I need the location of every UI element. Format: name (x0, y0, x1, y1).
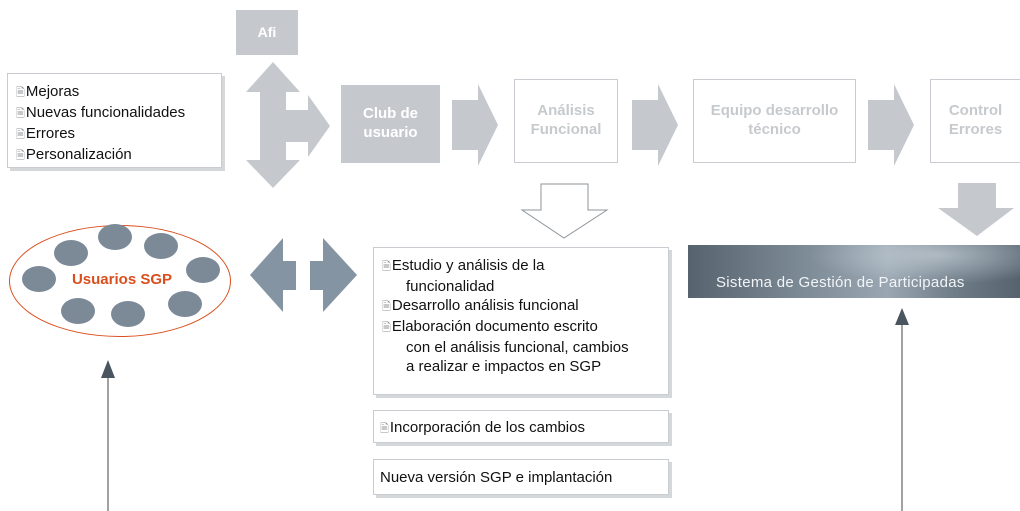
afi-box: Afi (236, 10, 298, 55)
analisis-funcional-box: Análisis Funcional (514, 79, 618, 163)
detail-item-continuation: a realizar e impactos en SGP (406, 358, 602, 375)
usuarios-sgp-label: Usuarios SGP (71, 271, 173, 288)
analisis-funcional-label: Análisis Funcional (530, 102, 602, 138)
detail-item: 🗎Elaboración documento escrito (382, 318, 598, 335)
club-usuario-label: Club de usuario (363, 105, 418, 141)
incorporacion-cambios-box: 🗎Incorporación de los cambios (373, 410, 669, 443)
user-dot (22, 266, 56, 292)
user-dot (168, 291, 202, 317)
input-item: 🗎Personalización (16, 146, 132, 163)
note-icon: 🗎 (16, 108, 25, 120)
nueva-version-box: Nueva versión SGP e implantación (373, 459, 669, 495)
user-dot (54, 240, 88, 266)
inputs-box: 🗎Mejoras 🗎Nuevas funcionalidades 🗎Errore… (7, 73, 222, 168)
user-dot (186, 257, 220, 283)
afi-double-arrow (246, 62, 330, 188)
arrow-down-outline (520, 183, 609, 239)
note-icon: 🗎 (382, 261, 391, 273)
nueva-version-label: Nueva versión SGP e implantación (380, 469, 613, 486)
user-dot (144, 233, 178, 259)
detail-item: 🗎Estudio y análisis de la (382, 257, 545, 274)
note-icon: 🗎 (382, 301, 391, 313)
arrow-left-dark (250, 238, 296, 312)
detail-item: 🗎Desarrollo análisis funcional (382, 297, 579, 314)
sgp-banner: Sistema de Gestión de Participadas (688, 245, 1020, 298)
arrow-right-dark (310, 238, 357, 312)
arrow-down-control (938, 183, 1014, 236)
usuarios-sgp-group: Usuarios SGP (9, 224, 231, 337)
user-dot (111, 301, 145, 327)
input-item: 🗎Errores (16, 125, 76, 142)
control-errores-label: Control Errores (948, 102, 1003, 138)
arrowhead-left (101, 360, 115, 378)
control-errores-box: Control Errores (930, 79, 1020, 163)
arrow-analisis-equipo (632, 84, 678, 166)
user-dot (98, 224, 132, 250)
input-item: 🗎Nuevas funcionalidades (16, 104, 186, 121)
detail-item-continuation: funcionalidad (406, 278, 495, 295)
note-icon: 🗎 (16, 129, 25, 141)
afi-label: Afi (257, 23, 277, 40)
incorporacion-cambios-line: 🗎Incorporación de los cambios (380, 419, 585, 436)
sgp-banner-label: Sistema de Gestión de Participadas (716, 274, 965, 291)
note-icon: 🗎 (380, 423, 389, 435)
arrow-club-analisis (452, 84, 498, 166)
input-item: 🗎Mejoras (16, 83, 80, 100)
note-icon: 🗎 (382, 322, 391, 334)
club-usuario-box: Club de usuario (341, 85, 440, 163)
arrowhead-right (895, 308, 909, 325)
detail-item-continuation: con el análisis funcional, cambios (406, 339, 629, 356)
equipo-desarrollo-box: Equipo desarrollo técnico (693, 79, 856, 163)
user-dot (61, 298, 95, 324)
equipo-desarrollo-label: Equipo desarrollo técnico (710, 102, 839, 138)
note-icon: 🗎 (16, 87, 25, 99)
arrow-equipo-control (868, 84, 914, 166)
analisis-detail-box: 🗎Estudio y análisis de la funcionalidad … (373, 247, 669, 395)
note-icon: 🗎 (16, 150, 25, 162)
